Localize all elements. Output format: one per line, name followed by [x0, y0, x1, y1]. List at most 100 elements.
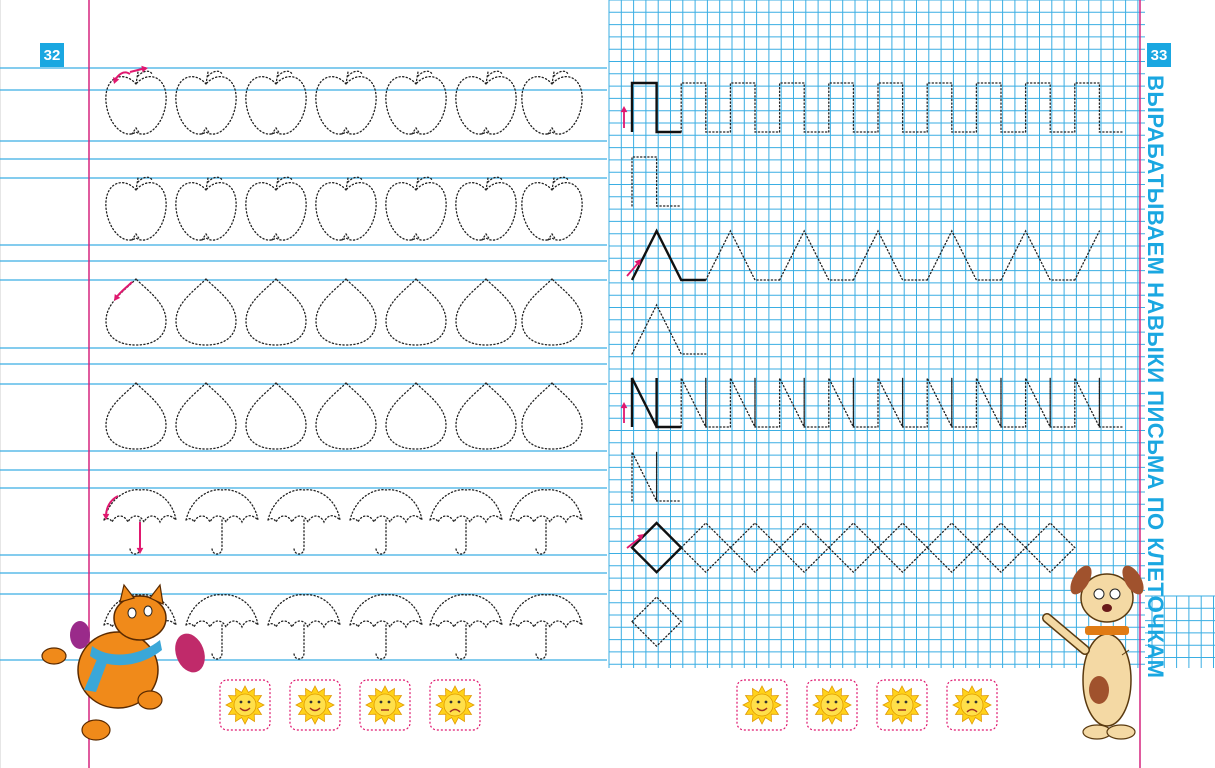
sun-smile-icon [289, 679, 341, 731]
sun-eye [379, 700, 383, 704]
umbrella-trace-shape [103, 489, 178, 555]
cat-paw [41, 647, 67, 665]
umbrella-trace-shape [509, 489, 584, 555]
sun-eye [317, 700, 321, 704]
triangle-wave-segment [852, 229, 928, 281]
cat-illustration [41, 583, 205, 741]
sun-eye [449, 700, 453, 704]
sun-smile-icon [806, 679, 858, 731]
cat-scarf [90, 640, 162, 666]
zigzag-segment [926, 377, 978, 428]
dog-ear [1070, 565, 1092, 595]
cat-paw [81, 719, 111, 741]
sun-face [890, 693, 914, 717]
start-arrow [626, 261, 640, 277]
dog-spot [1089, 676, 1109, 704]
left-page: 32 [0, 0, 607, 768]
sun-sad-icon [429, 679, 481, 731]
square-wave-copy [631, 156, 682, 207]
smiley-frame [876, 679, 928, 731]
smiley-frame [736, 679, 788, 731]
arrow-head [637, 534, 644, 541]
page-number-right: 33 [1147, 43, 1171, 67]
triangle-wave-trace [630, 228, 1101, 282]
sun-face [233, 693, 257, 717]
square-wave-segment [926, 82, 978, 133]
sun-face [750, 693, 774, 717]
zigzag-segment [630, 377, 682, 429]
smiley-frame [219, 679, 271, 731]
cat-eye [143, 605, 153, 617]
triangle-wave-segment [1000, 229, 1076, 281]
right-worksheet [607, 0, 1215, 768]
square-wave-segment [828, 82, 879, 133]
sun-eye [904, 700, 908, 704]
triangle-wave-segment [630, 228, 706, 282]
drop-trace-shape [521, 382, 583, 450]
sun-mouth [239, 707, 251, 712]
left-worksheet [0, 0, 607, 768]
cat-scarf [84, 652, 108, 692]
drop-trace-shape [385, 382, 447, 450]
sun-eye [826, 700, 830, 704]
sun-eye [239, 700, 243, 704]
drop-trace-shape [521, 278, 583, 346]
smiley-frame [946, 679, 998, 731]
square-wave-segment [877, 82, 928, 133]
diamond-trace [630, 521, 1076, 574]
drop-trace-shape [175, 278, 237, 346]
arrow-head [112, 77, 120, 84]
umbrella-trace-shape [185, 489, 260, 555]
dog-arm [1121, 649, 1130, 656]
sun-face [960, 693, 984, 717]
triangle-wave-segment [631, 303, 707, 355]
arrow-head [114, 294, 121, 301]
sun-face [373, 693, 397, 717]
umbrella-trace-shape [185, 594, 260, 660]
triangle-wave-segment [778, 229, 855, 281]
square-wave-segment [680, 82, 732, 133]
arrow-head [102, 513, 110, 520]
dog-eye [1093, 588, 1105, 600]
sun-mouth [826, 707, 838, 712]
dog-body [1082, 633, 1132, 727]
sun-face [303, 693, 327, 717]
sun-smile-icon [736, 679, 788, 731]
square-wave-segment [729, 82, 781, 133]
side-title: ВЫРАБАТЫВАЕМ НАВЫКИ ПИСЬМА ПО КЛЕТОЧКАМ [1143, 75, 1168, 679]
sun-eye [387, 700, 391, 704]
arrow-head [136, 547, 144, 554]
sun-neutral-icon [876, 679, 928, 731]
zigzag-segment [877, 377, 928, 428]
drop-trace-shape [455, 278, 517, 346]
sun-eye [974, 700, 978, 704]
sun-face [820, 693, 844, 717]
sun-mouth [756, 707, 768, 712]
dog-head [1080, 573, 1134, 623]
candy-icon [70, 621, 90, 649]
arrow-head [620, 106, 628, 113]
square-wave-segment [975, 82, 1027, 133]
sun-eye [756, 700, 760, 704]
sun-neutral-icon [359, 679, 411, 731]
umbrella-trace-shape [267, 594, 342, 660]
arrow-head [620, 402, 628, 409]
arrow-head [141, 65, 148, 73]
drop-trace-shape [245, 278, 307, 346]
sun-eye [309, 700, 313, 704]
sun-eye [457, 700, 461, 704]
zigzag-segment [778, 377, 830, 428]
sun-sad-icon [946, 679, 998, 731]
triangle-wave-segment [705, 229, 781, 281]
sun-eye [896, 700, 900, 704]
zigzag-segment [680, 377, 732, 428]
drop-trace-shape [105, 278, 167, 346]
dog-collar [1085, 626, 1129, 635]
dog-arm [1043, 614, 1089, 654]
sun-eye [966, 700, 970, 704]
drop-trace-shape [175, 382, 237, 450]
sun-mouth [966, 708, 978, 713]
arrow-head [634, 259, 641, 266]
dog-foot [1106, 724, 1136, 740]
triangle-wave-segment [926, 229, 1002, 281]
